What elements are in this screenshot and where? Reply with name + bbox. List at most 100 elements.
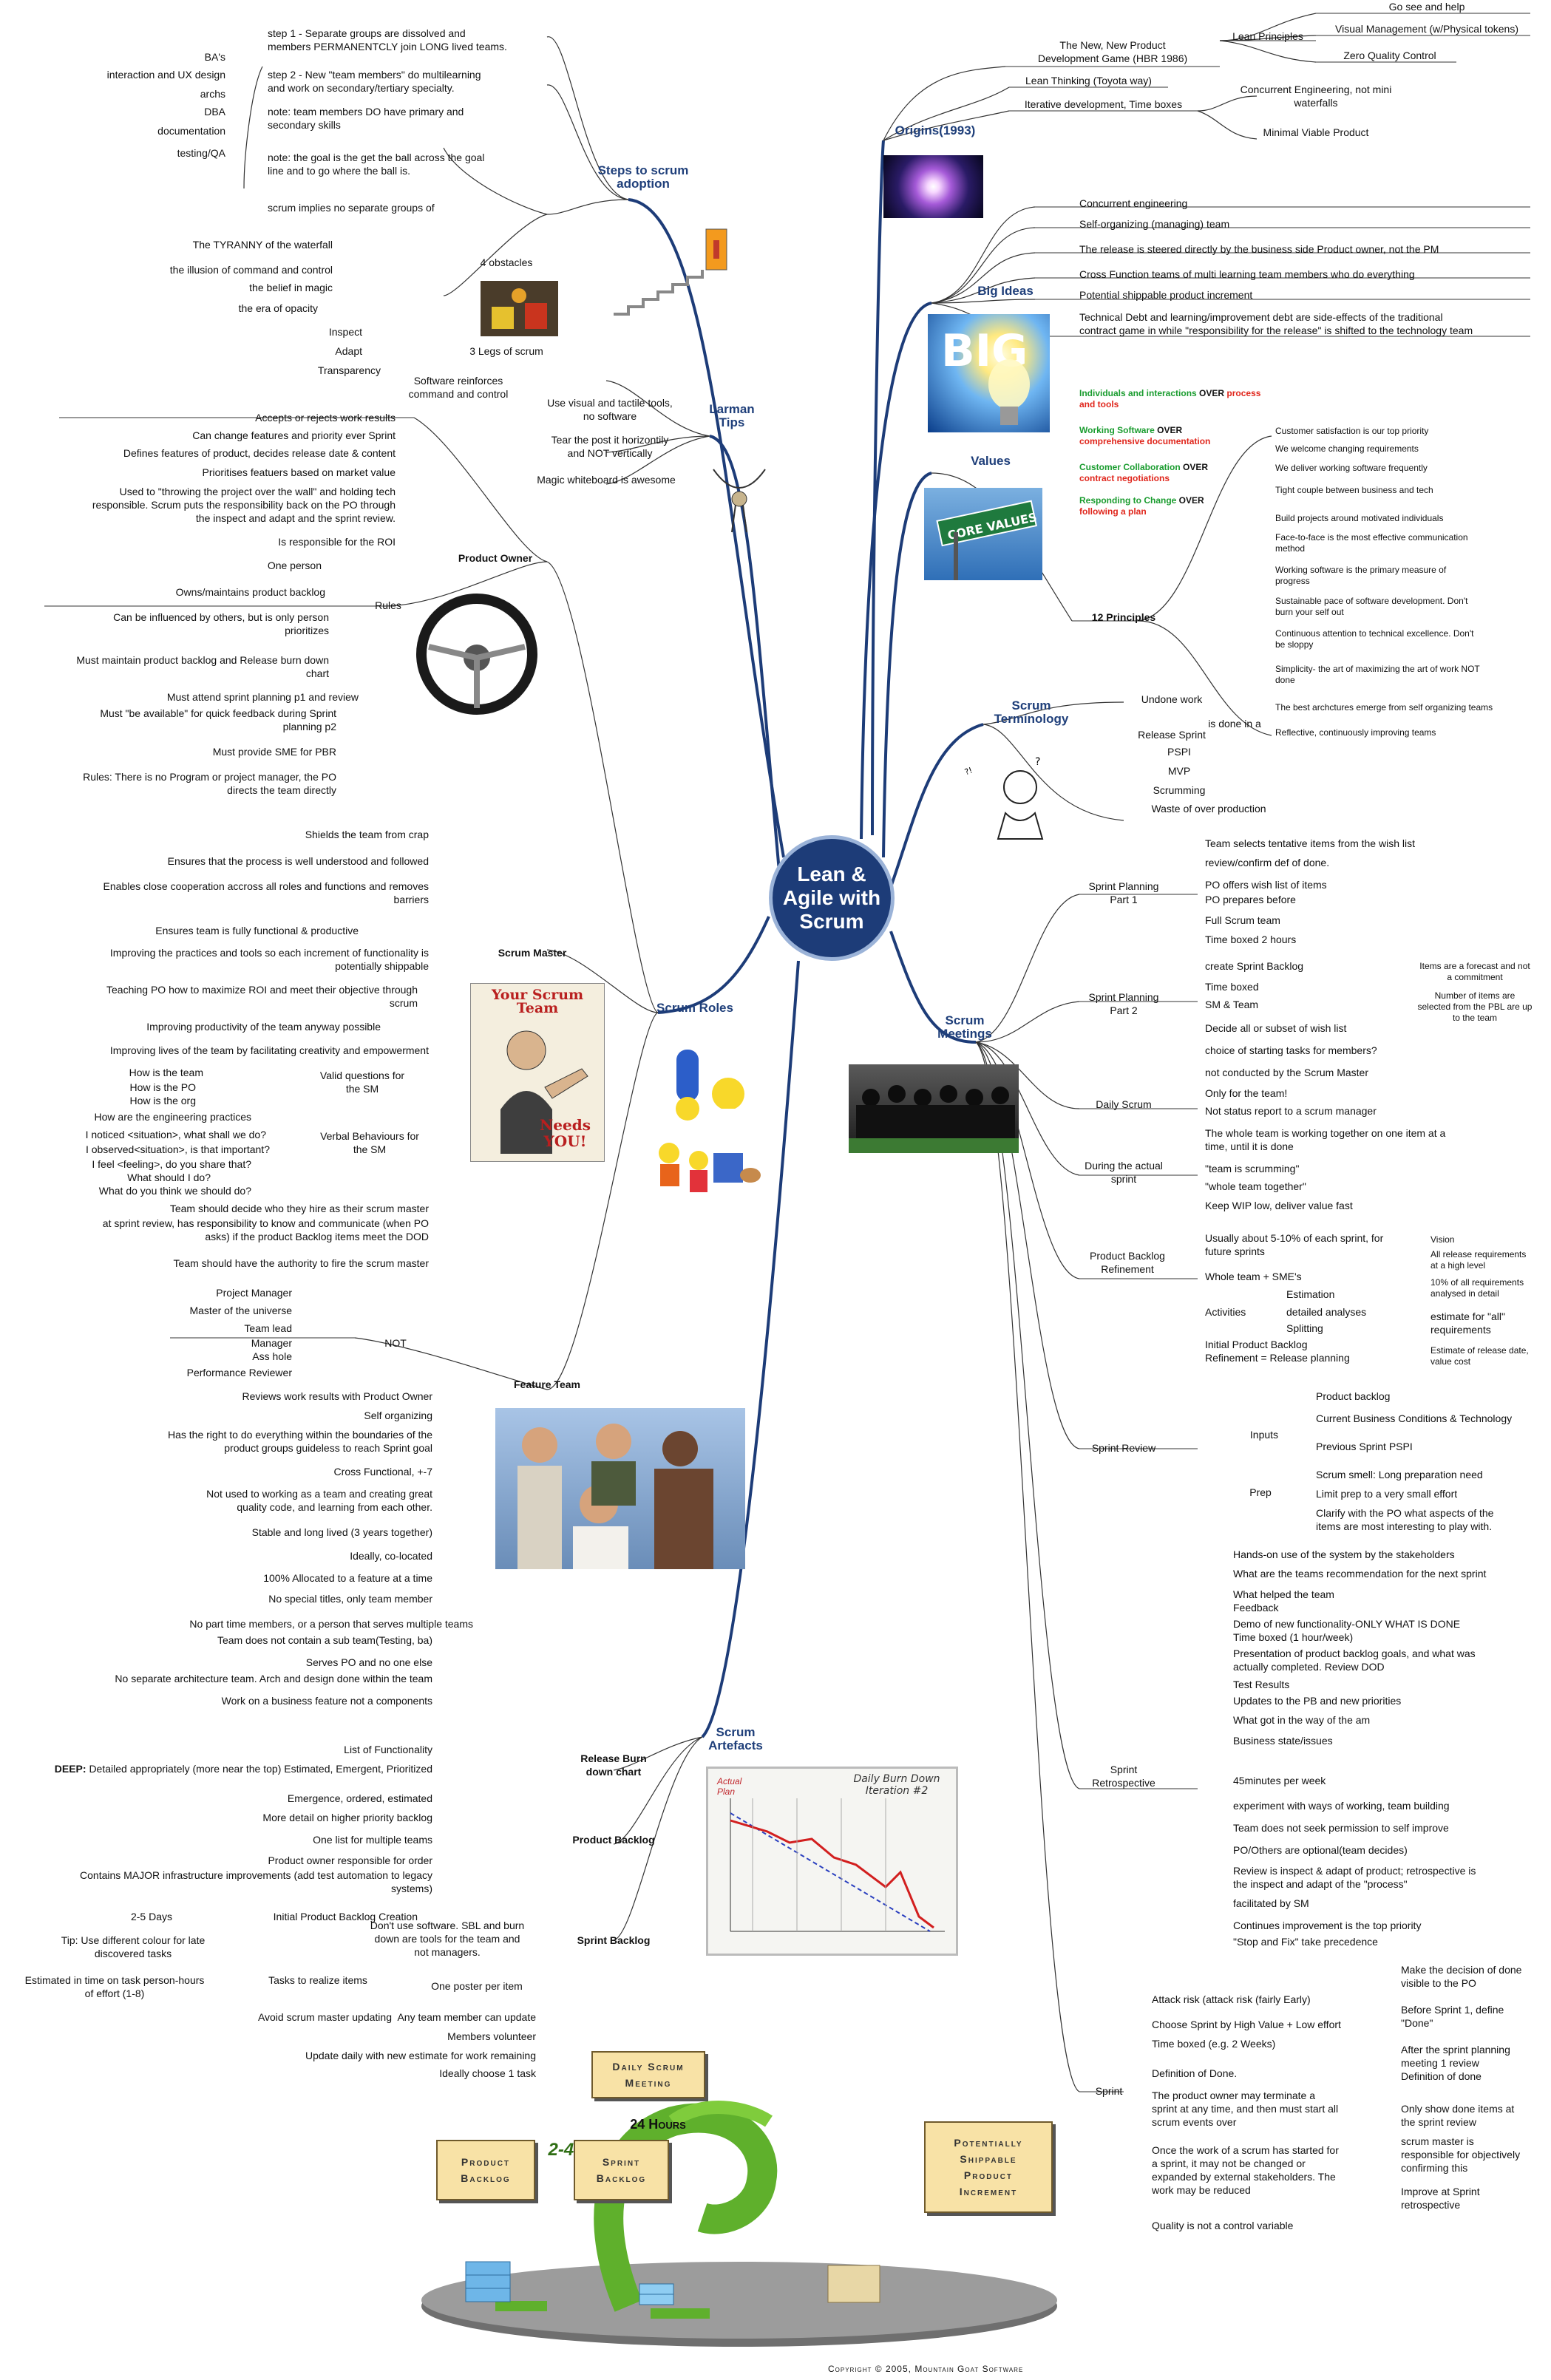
po-rule: One person [267,560,322,571]
big-idea-item: The release is steered directly by the b… [1079,243,1439,255]
lightbulb-image: BIG [928,314,1050,432]
legs-label: 3 Legs of scrum [469,345,543,357]
big-ideas-title[interactable]: Big Ideas [977,284,1034,298]
scrum-roles-title[interactable]: Scrum Roles [656,1001,733,1015]
sm-item: Improving lives of the team by facilitat… [109,1044,429,1056]
po-rule: Must maintain product backlog and Releas… [76,654,329,679]
refine-release-item: Vision [1430,1234,1455,1245]
pb-item: Product owner responsible for order [268,1854,432,1866]
copyright-text: Copyright © 2005, Mountain Goat Software [828,2364,1024,2374]
spp2-item: SM & Team [1205,999,1259,1010]
team-portrait-icon [517,1424,713,1569]
big-idea-item: Technical Debt and learning/improvement … [1079,311,1473,336]
done-item: Before Sprint 1, define "Done" [1401,2004,1504,2029]
term-item: MVP [1167,765,1191,777]
pb-deep-item: DEEP: Detailed appropriately (more near … [54,1763,432,1775]
pointing-man-icon [500,1030,588,1154]
shippable-increment-sticky: Potentially Shippable Product Increment [924,2121,1053,2213]
principle-item: We deliver working software frequently [1275,463,1428,473]
during-sprint-label: During the actual sprint [1085,1160,1163,1185]
pb-item: Contains MAJOR infrastructure improvemen… [80,1869,432,1894]
feature-team-item: Serves PO and no one else [305,1656,432,1668]
value-pair-1: Individuals and interactions OVER proces… [1079,388,1261,409]
terminology-title[interactable]: Scrum Terminology [994,698,1069,726]
leg-item: Inspect [328,326,362,338]
feature-team-title[interactable]: Feature Team [514,1378,580,1390]
review-item: What got in the way of the am [1233,1714,1371,1726]
valid-question: How is the org [129,1095,196,1106]
review-input-item: Current Business Conditions & Technology [1316,1412,1513,1424]
scrum-master-title[interactable]: Scrum Master [498,947,567,959]
staircase-door-icon [614,228,727,316]
review-item: Test Results [1233,1679,1290,1690]
larman-item: Magic whiteboard is awesome [537,474,676,486]
term-item: Release Sprint [1138,729,1206,741]
sb-item: Tasks to realize items [268,1974,367,1986]
spp1-item: PO prepares before [1205,894,1296,905]
verbal-behaviour: I feel <feeling>, do you share that? [92,1158,251,1170]
role-group-item: DBA [204,106,225,118]
retro-item: "Stop and Fix" take precedence [1233,1936,1378,1948]
feature-team-item: Reviews work results with Product Owner [242,1390,432,1402]
origins-title[interactable]: Origins(1993) [895,123,976,137]
pb-item: One list for multiple teams [313,1834,432,1846]
review-item: Presentation of product backlog goals, a… [1233,1648,1476,1673]
role-group-item: testing/QA [177,147,225,159]
refine-activities: Activities [1205,1306,1246,1318]
team-huddle-photo [849,1064,1019,1153]
value-pair-2: Working Software OVER comprehensive docu… [1079,425,1211,446]
confused-person-icon: ?!? [963,756,1044,840]
sprint-item: Definition of Done. [1152,2067,1238,2079]
principle-item: Continuous attention to technical excell… [1275,628,1474,650]
svg-text:?!: ?! [963,766,974,778]
pb-item: List of Functionality [344,1744,432,1755]
twenty-four-hours-label: 24 Hours [630,2117,686,2132]
step-item: step 1 - Separate groups are dissolved a… [268,27,507,52]
refine-item: Estimation [1286,1288,1335,1300]
big-idea-item: Cross Function teams of multi learning t… [1079,268,1415,280]
sb-item: Any team member can update [397,2011,536,2023]
spp2-note: Items are a forecast and not a commitmen… [1419,961,1530,982]
done-item: scrum master is responsible for objectiv… [1401,2135,1521,2174]
spp1-item: PO offers wish list of items [1205,879,1327,891]
valid-question: How are the engineering practices [94,1111,251,1123]
sm-item: Improving productivity of the team anywa… [146,1021,381,1033]
obstacles-label: 4 obstacles [480,256,533,268]
term-item: Waste of over production [1151,803,1266,815]
review-input-item: Product backlog [1316,1390,1391,1402]
po-item: Prioritises featuers based on market val… [202,466,396,478]
step-item: note: team members DO have primary and s… [268,106,464,131]
product-owner-title[interactable]: Product Owner [458,552,533,564]
sprint-backlog-sticky-label: Sprint Backlog [596,2156,647,2184]
sprint-item: Once the work of a scrum has started for… [1152,2144,1339,2196]
process-diagram: 2-4 Weeks 24 Hours [384,2040,1094,2380]
po-rule: Rules: There is no Program or project ma… [83,771,336,796]
valid-questions-label: Valid questions for the SM [319,1070,405,1095]
lean-principle-item: Go see and help [1388,1,1465,13]
larman-title[interactable]: Larman Tips [709,402,755,429]
role-group-item: documentation [157,125,225,137]
verbal-behaviour: I noticed <situation>, what shall we do? [85,1129,266,1140]
not-item: Performance Reviewer [186,1367,292,1378]
po-rule: Can be influenced by others, but is only… [113,611,329,636]
leg-item: Adapt [335,345,362,357]
sb-item: Members volunteer [447,2030,536,2042]
artefacts-title[interactable]: Scrum Artefacts [708,1725,763,1752]
values-title[interactable]: Values [971,454,1011,468]
lean-principle-item: Visual Management (w/Physical tokens) [1335,23,1518,35]
central-topic[interactable]: Lean & Agile with Scrum [769,835,895,961]
pb-deep-text: Detailed appropriately (more near the to… [89,1763,432,1775]
verbal-behaviour: What do you think we should do? [98,1185,251,1197]
steps-title[interactable]: Steps to scrum adoption [597,163,689,191]
po-item: Defines features of product, decides rel… [123,447,396,459]
retro-item: Continues improvement is the top priorit… [1233,1920,1422,1931]
pb-item: More detail on higher priority backlog [262,1812,432,1823]
refine-release-item: All release requirements at a high level [1430,1249,1527,1271]
meetings-title[interactable]: Scrum Meetings [937,1013,992,1041]
origins-item-lean-thinking: Lean Thinking (Toyota way) [1025,75,1152,86]
feature-team-item: No special titles, only team member [268,1593,432,1605]
done-item: Improve at Sprint retrospective [1401,2186,1480,2211]
sprint-item: Quality is not a control variable [1152,2220,1294,2231]
family-cartoon-icon [659,1050,761,1192]
tripod-icon [481,281,558,336]
